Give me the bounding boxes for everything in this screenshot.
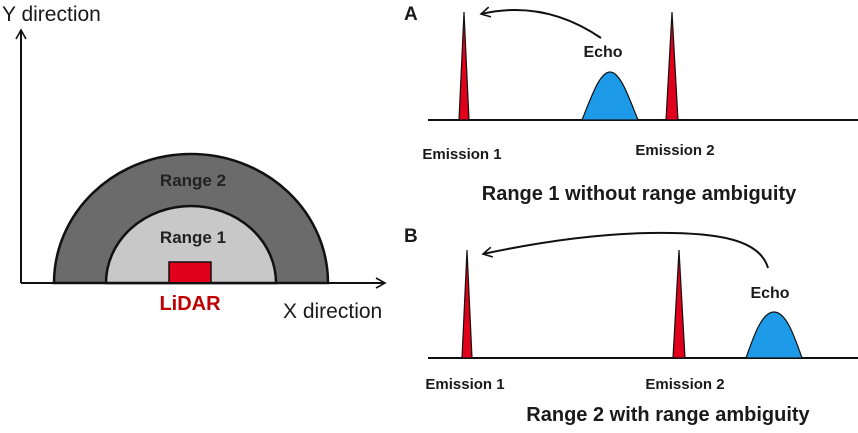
panel-b-echo-pulse [745, 311, 803, 359]
panel-a-echo-arrow [479, 6, 602, 39]
panel-b: B Echo Emission 1 Emission 2 Range 2 wit… [404, 226, 858, 426]
panel-b-emission-1-pulse [461, 249, 473, 359]
lidar-device [168, 261, 212, 284]
panel-a: A Echo Emission 1 Emission 2 Range 1 wit… [404, 4, 858, 205]
x-axis-label: X direction [283, 300, 382, 323]
y-axis-label: Y direction [2, 3, 101, 26]
lidar-range-diagram: Y direction X direction Range 2 Range 1 … [2, 3, 387, 323]
panel-a-echo-pulse [581, 71, 639, 121]
panel-b-emission-2-label: Emission 2 [645, 376, 724, 393]
panel-a-emission-1-pulse [458, 11, 470, 121]
panel-a-echo-label: Echo [583, 44, 622, 61]
range-1-area [104, 204, 278, 285]
panel-b-emission-1-label: Emission 1 [425, 376, 504, 393]
panel-a-caption: Range 1 without range ambiguity [482, 183, 797, 205]
lidar-label: LiDAR [159, 293, 221, 315]
panel-a-emission-2-pulse [665, 11, 679, 121]
panel-a-label: A [404, 4, 418, 25]
panel-b-emission-2-pulse [672, 249, 686, 359]
panel-b-echo-arrow [481, 231, 769, 269]
range-2-label: Range 2 [160, 171, 226, 190]
range-1-label: Range 1 [160, 228, 226, 247]
panel-a-emission-1-label: Emission 1 [422, 146, 501, 163]
panel-b-echo-label: Echo [750, 285, 789, 302]
panel-a-emission-2-label: Emission 2 [635, 142, 714, 159]
panel-b-caption: Range 2 with range ambiguity [526, 404, 810, 426]
panel-b-label: B [404, 226, 418, 247]
